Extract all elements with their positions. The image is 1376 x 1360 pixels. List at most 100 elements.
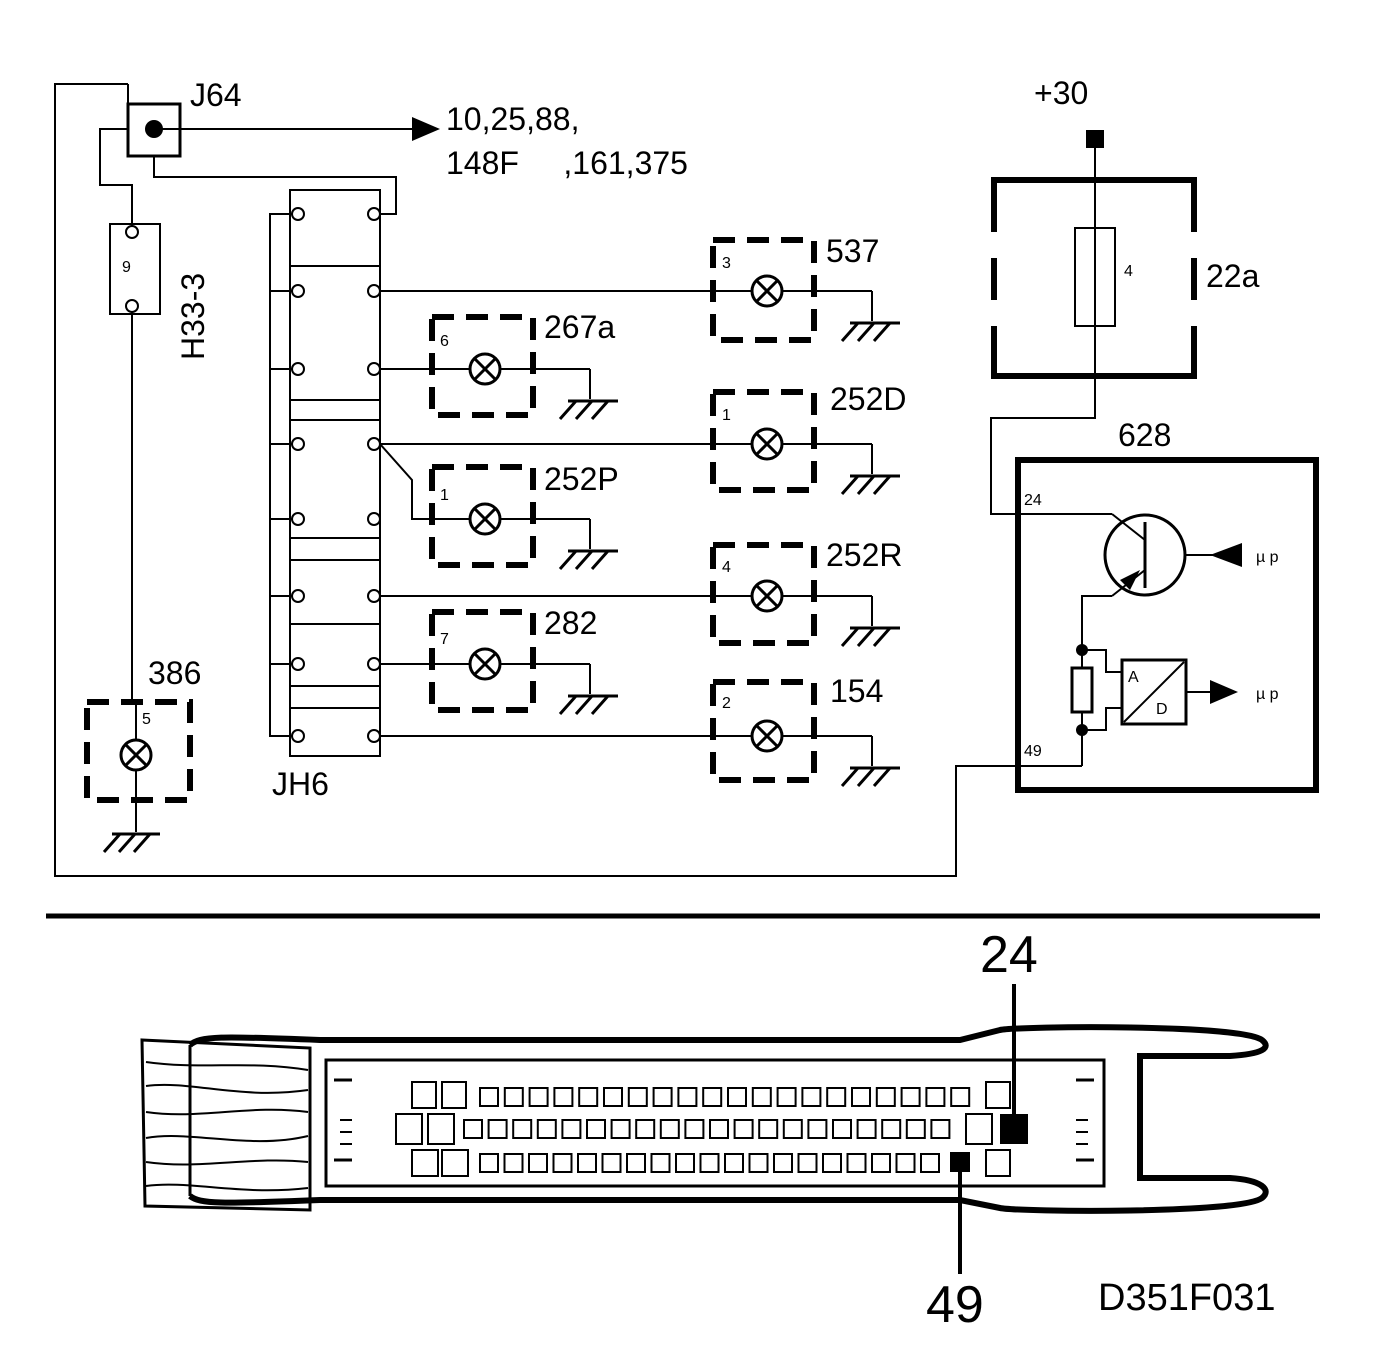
- fuse-box-label: 22a: [1206, 258, 1260, 294]
- pin-row-top: [411, 1081, 1011, 1109]
- arrow-right-icon: [1210, 680, 1238, 704]
- up-label-2: µ p: [1256, 686, 1279, 703]
- lamp-154-label: 154: [830, 673, 883, 709]
- pin-cavity: [627, 1087, 648, 1107]
- pin-cavity: [871, 1153, 891, 1173]
- pin-cavity: [758, 1119, 779, 1139]
- pin-cavity: [684, 1119, 705, 1139]
- lamp-386-pin: 5: [142, 711, 151, 728]
- pin-cavity: [733, 1119, 754, 1139]
- lamp-386-label: 386: [148, 655, 201, 691]
- h33-pin-label: 9: [122, 259, 131, 276]
- pin-cavity: [832, 1119, 852, 1139]
- ecu-628: 628 24 49 µ p A D: [1015, 417, 1319, 793]
- lamp-252d-pin: 1: [722, 407, 731, 424]
- j64-splice: J64 10,25,88, 148F ,161,375: [99, 77, 688, 228]
- ecu-pin-24: 24: [1024, 492, 1042, 509]
- lamp-252d-label: 252D: [830, 381, 907, 417]
- fuse-box-22a: +30 4 22a: [990, 75, 1260, 515]
- pin-cavity: [826, 1087, 847, 1107]
- ecu-connector-drawing: 24 49: [140, 926, 1269, 1334]
- pin-cavity: [503, 1153, 524, 1173]
- lamp-252p-pin: 1: [440, 487, 449, 504]
- plus30-label: +30: [1034, 75, 1088, 111]
- pin-cavity: [677, 1087, 698, 1107]
- connector-pin-24-label: 24: [980, 926, 1038, 984]
- pin-cavity: [807, 1119, 828, 1139]
- pin-cavity: [578, 1087, 599, 1107]
- lamp-537-label: 537: [826, 233, 879, 269]
- pin-cavity: [552, 1153, 573, 1173]
- pin-cavity: [586, 1119, 606, 1139]
- pin-cavity: [561, 1119, 582, 1139]
- pin-cavity: [724, 1153, 744, 1173]
- pin-cavity: [528, 1087, 549, 1107]
- pin-cavity: [709, 1119, 729, 1139]
- lamp-252r-label: 252R: [826, 537, 903, 573]
- pin-cavity: [751, 1087, 772, 1107]
- pin-24-marker: [1000, 1114, 1028, 1144]
- lamp-537: 3 537: [380, 233, 900, 343]
- pin-cavity: [782, 1119, 803, 1139]
- terminal-icon: [1086, 130, 1104, 148]
- pin-cavity: [479, 1153, 499, 1173]
- ground-icon: [840, 766, 900, 787]
- pin-cavity: [773, 1153, 793, 1173]
- pin-49-marker: [950, 1152, 970, 1172]
- pin-cavity: [603, 1087, 623, 1107]
- lamp-282-label: 282: [544, 605, 597, 641]
- pin-cavity: [881, 1119, 902, 1139]
- pin-cavity: [553, 1087, 574, 1107]
- pin-cavity: [479, 1087, 499, 1107]
- pin-cavity: [822, 1153, 842, 1173]
- pin-cavity: [851, 1087, 871, 1107]
- lamp-267a-pin: 6: [440, 333, 449, 350]
- pin-cavity: [846, 1153, 867, 1173]
- j64-label: J64: [190, 77, 242, 113]
- pin-cavity: [626, 1153, 646, 1173]
- lamp-252d: 1 252D: [380, 381, 907, 495]
- lamp-252r-pin: 4: [722, 559, 731, 576]
- wire-bundle-icon: [140, 1038, 312, 1212]
- fuse-number: 4: [1124, 263, 1133, 280]
- wiring-schematic: J64 10,25,88, 148F ,161,375 9 H33-3 5 38…: [54, 75, 1319, 877]
- resistor-icon: [1070, 666, 1094, 714]
- pin-cavity: [797, 1153, 818, 1173]
- ground-icon: [840, 321, 900, 342]
- pin-cavity: [930, 1119, 951, 1139]
- pin-cavity: [905, 1119, 926, 1139]
- pin-cavity: [856, 1119, 877, 1139]
- arrow-right-icon: [412, 117, 440, 141]
- pin-cavity: [675, 1153, 695, 1173]
- jh6-label: JH6: [272, 766, 329, 802]
- pin-cavity: [536, 1119, 557, 1139]
- pin-cavity: [727, 1087, 747, 1107]
- ground-icon: [558, 399, 618, 420]
- pin-cavity: [920, 1153, 940, 1173]
- lamp-252p-label: 252P: [544, 461, 619, 497]
- lamp-252r: 4 252R: [380, 537, 903, 647]
- pin-cavity: [950, 1087, 971, 1107]
- pin-cavity: [699, 1153, 720, 1173]
- arrow-left-icon: [1210, 543, 1242, 567]
- pin-cavity: [512, 1119, 533, 1139]
- adc-d: D: [1156, 701, 1168, 718]
- pin-cavity: [748, 1153, 769, 1173]
- pin-cavity: [801, 1087, 822, 1107]
- pin-row-middle: [395, 1113, 1028, 1145]
- ground-icon: [558, 694, 618, 715]
- jh6-connector: JH6: [269, 189, 381, 802]
- pin-cavity: [702, 1087, 723, 1107]
- pin-cavity: [659, 1119, 680, 1139]
- lamp-282-pin: 7: [440, 631, 449, 648]
- pin-cavity: [652, 1087, 673, 1107]
- adc-a: A: [1128, 669, 1139, 686]
- lamp-282: 7 282: [380, 605, 618, 715]
- pin-cavity: [900, 1087, 921, 1107]
- pin-row-bottom: [411, 1149, 1011, 1177]
- pin-cavity: [610, 1119, 631, 1139]
- ground-icon: [558, 549, 618, 570]
- pin-cavity: [577, 1153, 597, 1173]
- refs-line-2: 148F ,161,375: [446, 145, 688, 181]
